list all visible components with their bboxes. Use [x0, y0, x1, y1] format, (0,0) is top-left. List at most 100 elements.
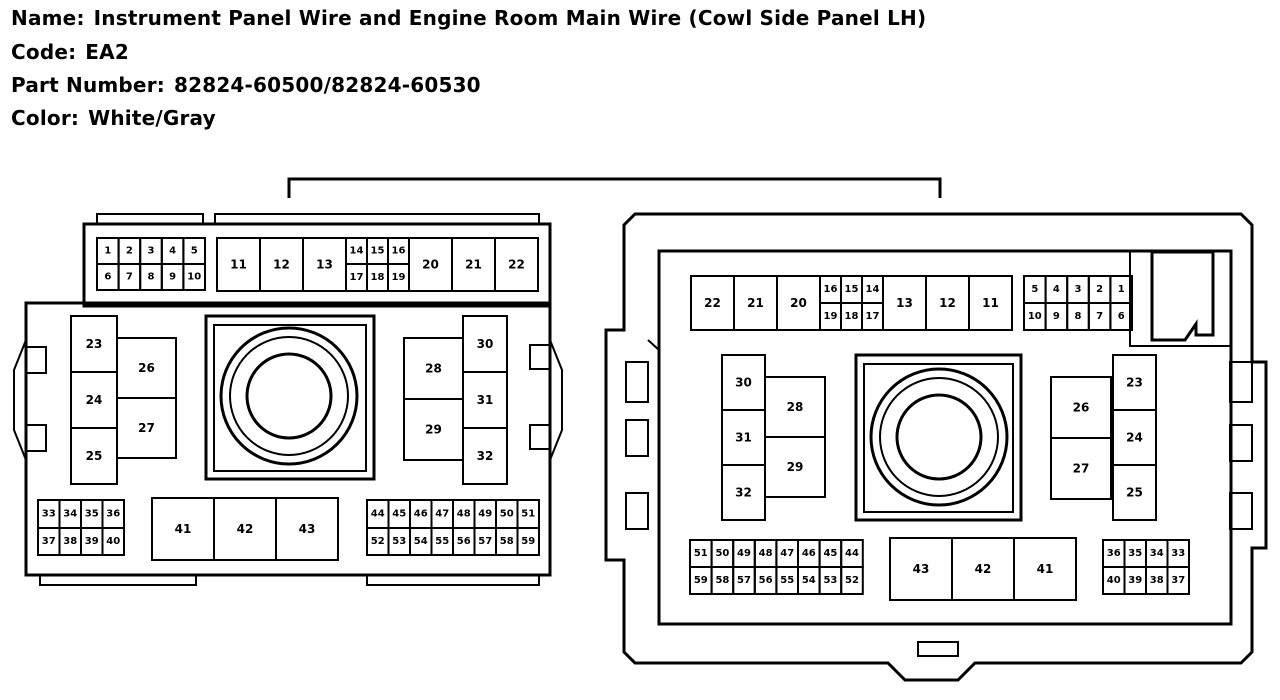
left-pin-4: 4	[160, 237, 185, 265]
svg-text:15: 15	[845, 284, 859, 295]
svg-text:37: 37	[1171, 575, 1185, 586]
svg-text:20: 20	[422, 258, 439, 272]
left-pin-6: 6	[96, 263, 120, 291]
right-pin-46: 46	[797, 539, 821, 568]
right-pin-27: 27	[1050, 437, 1112, 500]
left-pin-20: 20	[408, 237, 453, 292]
color-value: White/Gray	[88, 106, 216, 130]
svg-text:6: 6	[104, 272, 111, 283]
left-pin-51: 51	[516, 499, 540, 529]
right-pin-47: 47	[775, 539, 800, 568]
part-number-line: Part Number:82824-60500/82824-60530	[11, 73, 481, 97]
svg-text:38: 38	[1150, 575, 1164, 586]
left-pin-40: 40	[101, 527, 125, 556]
left-pin-44: 44	[366, 499, 390, 529]
left-pin-59: 59	[516, 527, 540, 556]
right-pin-44: 44	[840, 539, 864, 568]
svg-text:19: 19	[824, 311, 838, 322]
svg-text:14: 14	[350, 246, 364, 257]
svg-text:2: 2	[126, 246, 133, 257]
part-number-value: 82824-60500/82824-60530	[173, 73, 481, 97]
left-pin-31: 31	[462, 371, 508, 429]
right-pin-38: 38	[1145, 566, 1169, 595]
name-label: Name:	[11, 6, 85, 30]
svg-text:55: 55	[780, 575, 794, 586]
svg-text:34: 34	[1150, 548, 1164, 559]
svg-text:41: 41	[1037, 562, 1054, 576]
svg-text:25: 25	[86, 449, 103, 463]
svg-text:45: 45	[392, 509, 406, 520]
right-pin-58: 58	[710, 566, 735, 595]
svg-text:52: 52	[845, 575, 859, 586]
right-pin-17: 17	[861, 302, 884, 331]
svg-text:16: 16	[824, 284, 838, 295]
svg-text:12: 12	[939, 296, 956, 310]
svg-text:55: 55	[435, 536, 449, 547]
left-pin-55: 55	[430, 527, 454, 556]
svg-text:42: 42	[975, 562, 992, 576]
svg-text:22: 22	[508, 258, 525, 272]
svg-text:43: 43	[299, 522, 316, 536]
svg-text:16: 16	[392, 246, 406, 257]
right-pin-23: 23	[1112, 354, 1157, 411]
svg-text:50: 50	[500, 509, 514, 520]
svg-text:10: 10	[187, 272, 201, 283]
svg-text:47: 47	[780, 548, 794, 559]
name-line: Name: Instrument Panel Wire and Engine Ro…	[11, 6, 926, 30]
right-pin-40: 40	[1102, 566, 1126, 595]
left-pin-53: 53	[387, 527, 411, 556]
svg-text:18: 18	[371, 272, 385, 283]
svg-text:35: 35	[1128, 548, 1142, 559]
svg-text:36: 36	[106, 509, 120, 520]
right-pin-39: 39	[1123, 566, 1147, 595]
left-pin-8: 8	[139, 263, 163, 291]
svg-text:41: 41	[175, 522, 192, 536]
left-pin-38: 38	[58, 527, 82, 556]
left-pin-37: 37	[37, 527, 61, 556]
svg-text:51: 51	[521, 509, 535, 520]
svg-text:49: 49	[737, 548, 751, 559]
svg-text:29: 29	[425, 423, 442, 437]
svg-text:45: 45	[823, 548, 837, 559]
right-pin-34: 34	[1145, 539, 1169, 568]
svg-text:46: 46	[414, 509, 428, 520]
right-pin-11: 11	[968, 275, 1013, 331]
left-pin-28: 28	[403, 337, 464, 400]
left-pin-24: 24	[70, 371, 118, 429]
left-pin-56: 56	[452, 527, 476, 556]
right-pin-54: 54	[797, 566, 821, 595]
right-pin-59: 59	[689, 566, 713, 595]
svg-text:35: 35	[85, 509, 99, 520]
left-pin-18: 18	[366, 263, 389, 292]
svg-text:15: 15	[371, 246, 385, 257]
right-pin-13: 13	[882, 275, 927, 331]
svg-text:30: 30	[735, 376, 752, 390]
svg-text:37: 37	[42, 536, 56, 547]
left-pin-16: 16	[387, 237, 410, 265]
right-pin-9: 9	[1044, 302, 1069, 331]
svg-text:28: 28	[425, 362, 442, 376]
left-pin-45: 45	[387, 499, 411, 529]
left-pin-21: 21	[451, 237, 496, 292]
left-pin-27: 27	[116, 397, 177, 459]
svg-text:38: 38	[63, 536, 77, 547]
svg-text:54: 54	[802, 575, 816, 586]
right-pin-50: 50	[710, 539, 735, 568]
left-pin-46: 46	[409, 499, 433, 529]
svg-text:27: 27	[138, 421, 155, 435]
right-pin-28: 28	[764, 376, 826, 438]
right-pin-25: 25	[1112, 464, 1157, 521]
svg-text:53: 53	[823, 575, 837, 586]
color-line: Color:White/Gray	[11, 106, 216, 130]
right-pin-33: 33	[1166, 539, 1190, 568]
name-value: Instrument Panel Wire and Engine Room Ma…	[93, 6, 927, 30]
right-pin-42: 42	[951, 537, 1015, 601]
left-pin-10: 10	[182, 263, 206, 291]
svg-text:26: 26	[138, 361, 155, 375]
right-pin-52: 52	[840, 566, 864, 595]
right-pin-4: 4	[1044, 275, 1069, 304]
svg-text:33: 33	[42, 509, 56, 520]
right-pin-43: 43	[889, 537, 953, 601]
svg-text:12: 12	[273, 258, 290, 272]
